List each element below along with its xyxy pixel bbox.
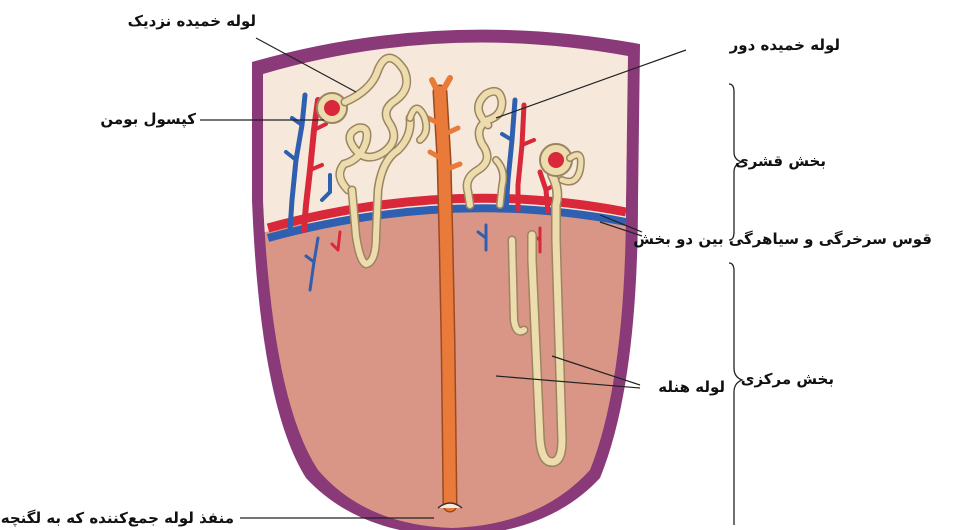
label-distal-tubule: لوله خمیده دور (729, 36, 840, 54)
braces (729, 84, 742, 525)
label-bowman-capsule: کپسول بومن (100, 110, 196, 129)
label-medulla: بخش مرکزی (741, 370, 834, 388)
label-cortex: بخش قشری (735, 152, 826, 170)
label-proximal-tubule: لوله خمیده نزدیک (128, 12, 256, 30)
label-arcuate-vessels: قوس سرخرگی و سیاهرگی بین دو بخش (633, 230, 932, 248)
label-loop-of-henle: لوله هنله (658, 378, 725, 396)
label-collecting-duct-opening: منفذ لوله جمع‌کننده که به لگنچه می‌ریزد (0, 509, 234, 528)
medulla-brace (729, 263, 742, 525)
